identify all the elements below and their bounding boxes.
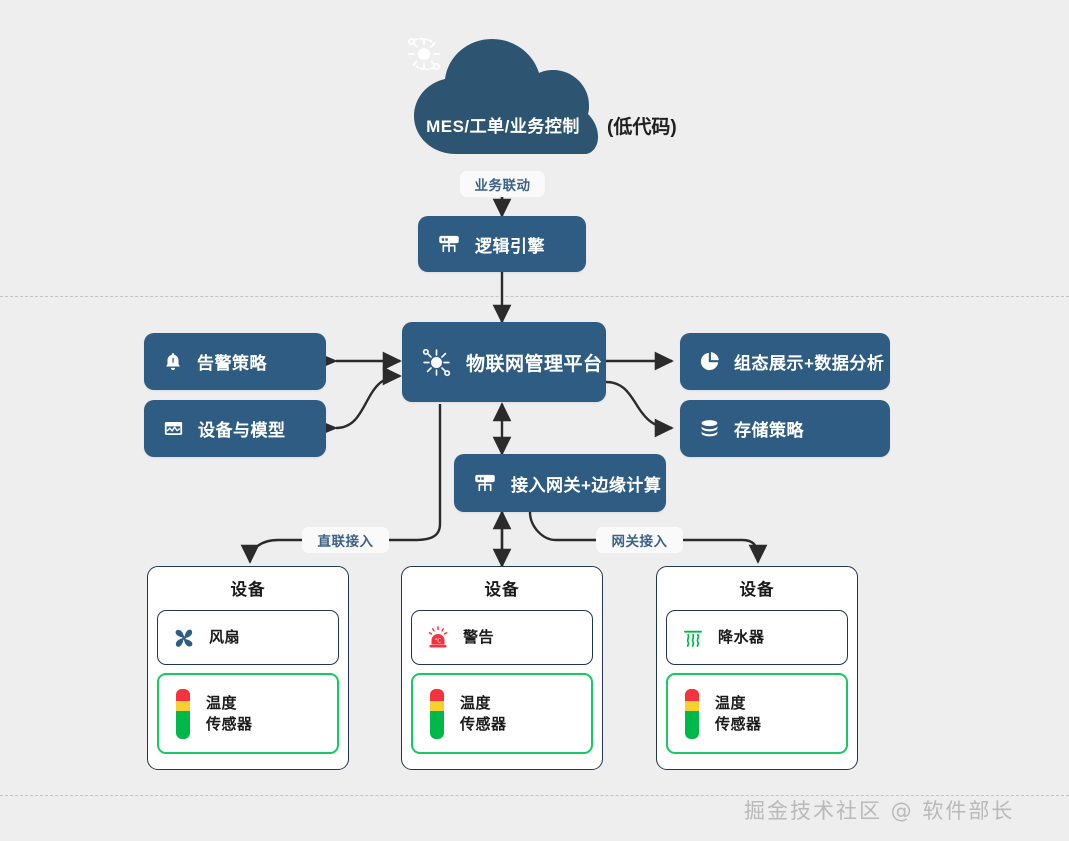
edge-label-direct-access: 直联接入 (302, 527, 389, 553)
device-card[interactable]: 设备 ℃ 警告 温度传感器 (401, 566, 603, 770)
device-component-label: 温度传感器 (715, 694, 762, 733)
device-card-title: 设备 (230, 581, 266, 599)
device-component-temperature-sensor[interactable]: 温度传感器 (411, 673, 593, 754)
gateway-icon (475, 474, 495, 492)
visualization-analytics-box[interactable]: 组态展示+数据分析 (680, 333, 890, 390)
device-model-box[interactable]: 设备与模型 (144, 400, 326, 457)
iot-platform-box[interactable]: 物联网管理平台 (402, 322, 606, 402)
section-divider-top (0, 296, 1069, 297)
device-component-label: 温度传感器 (206, 694, 253, 733)
logic-engine-label: 逻辑引擎 (475, 236, 545, 256)
edge-label-business-link: 业务联动 (460, 171, 545, 197)
alarm-policy-label: 告警策略 (197, 354, 267, 373)
low-code-note: (低代码) (607, 117, 677, 138)
device-component-label: 风扇 (209, 629, 241, 646)
gateway-icon (439, 235, 459, 253)
iot-gear-icon (408, 37, 440, 71)
bell-icon (166, 352, 180, 370)
device-card-title: 设备 (484, 581, 520, 599)
device-model-icon (164, 422, 183, 435)
section-divider-bottom (0, 795, 1069, 796)
logic-engine-box[interactable]: 逻辑引擎 (418, 216, 586, 272)
device-model-label: 设备与模型 (198, 421, 286, 440)
alarm-policy-box[interactable]: 告警策略 (144, 333, 326, 390)
device-component-fan[interactable]: 风扇 (157, 610, 339, 665)
device-component-temperature-sensor[interactable]: 温度传感器 (666, 673, 848, 754)
database-icon (701, 420, 718, 437)
cloud-node: MES/工单/业务控制 (404, 34, 602, 158)
visualization-analytics-label: 组态展示+数据分析 (734, 354, 885, 373)
device-card[interactable]: 设备 风扇 温度传感器 (147, 566, 349, 770)
edge-gateway-box[interactable]: 接入网关+边缘计算 (454, 454, 666, 512)
pie-chart-icon (700, 352, 719, 371)
edge-gateway-label: 接入网关+边缘计算 (511, 475, 662, 495)
device-component-temperature-sensor[interactable]: 温度传感器 (157, 673, 339, 754)
cloud-shape (414, 39, 598, 154)
temperature-sensor-icon (685, 688, 699, 739)
cloud-label: MES/工单/业务控制 (426, 117, 580, 136)
temperature-sensor-icon (430, 688, 444, 739)
sprinkler-icon (684, 630, 702, 647)
device-component-alarm[interactable]: ℃ 警告 (411, 610, 593, 665)
edge-label-gateway-access: 网关接入 (596, 527, 683, 553)
device-component-label: 警告 (463, 629, 495, 646)
svg-text:℃: ℃ (435, 637, 442, 644)
device-component-label: 温度传感器 (460, 694, 507, 733)
storage-policy-label: 存储策略 (734, 421, 804, 440)
device-card-title: 设备 (739, 581, 775, 599)
device-component-label: 降水器 (718, 629, 765, 646)
device-component-sprinkler[interactable]: 降水器 (666, 610, 848, 665)
device-card[interactable]: 设备 降水器 温度传感器 (656, 566, 858, 770)
iot-gear-icon (422, 348, 451, 376)
watermark: 掘金技术社区 @ 软件部长 (744, 799, 1015, 823)
fan-icon (175, 629, 193, 647)
alarm-siren-icon: ℃ (428, 625, 448, 648)
temperature-sensor-icon (176, 688, 190, 739)
storage-policy-box[interactable]: 存储策略 (680, 400, 890, 457)
iot-platform-label: 物联网管理平台 (466, 353, 603, 375)
